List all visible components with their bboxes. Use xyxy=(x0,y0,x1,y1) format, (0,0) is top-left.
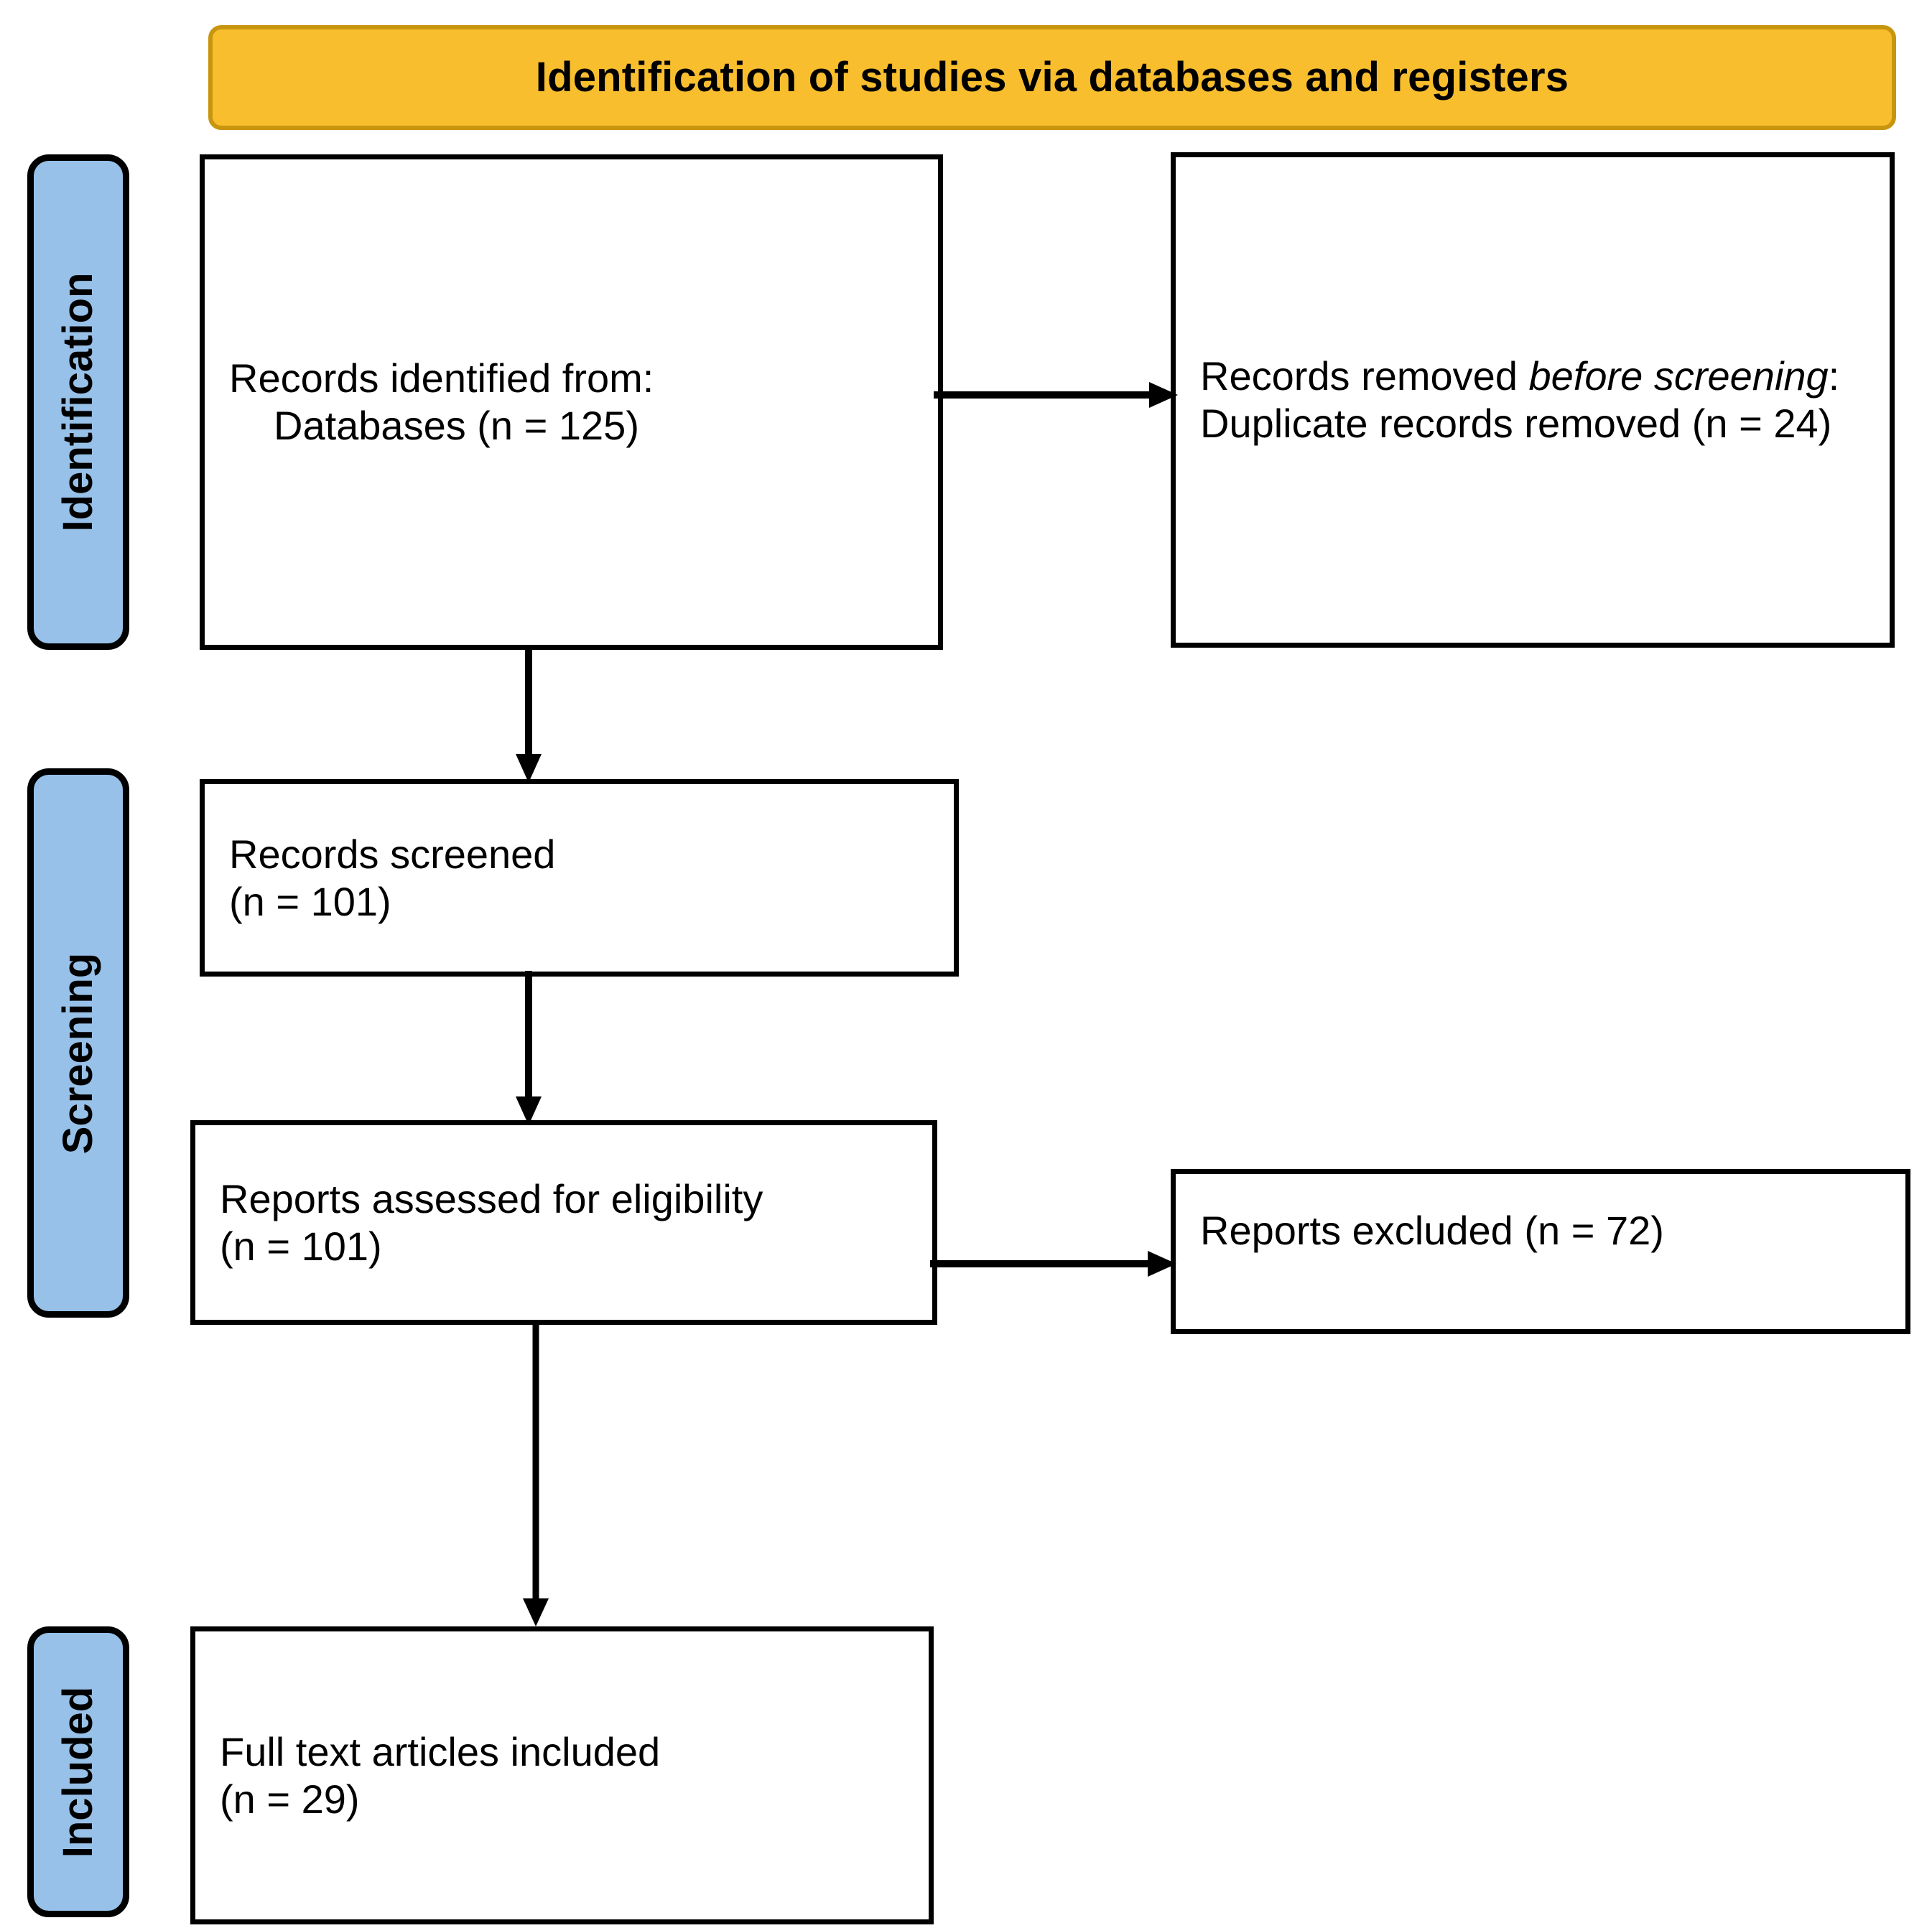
arrow-screened-to-eligibility xyxy=(514,971,543,1127)
box-records-identified-line2: Databases (n = 125) xyxy=(229,402,914,450)
box-records-screened-line1: Records screened xyxy=(229,831,556,877)
diagram-header-banner: Identification of studies via databases … xyxy=(208,25,1896,130)
box-records-removed: Records removed before screening: Duplic… xyxy=(1171,152,1895,648)
box-records-screened: Records screened (n = 101) xyxy=(200,779,959,977)
box-records-removed-lead: Records removed xyxy=(1200,353,1529,399)
arrow-eligibility-to-included xyxy=(521,1320,550,1629)
box-full-text-included-line1: Full text articles included xyxy=(220,1728,661,1774)
banner-title: Identification of studies via databases … xyxy=(535,54,1569,101)
box-records-identified-line1: Records identified from: xyxy=(229,355,654,401)
box-records-removed-emphasis: before screening xyxy=(1528,353,1829,399)
arrow-identified-to-screened xyxy=(514,645,543,785)
stage-label-included: Included xyxy=(27,1626,129,1917)
box-reports-assessed-line1: Reports assessed for eligibility xyxy=(220,1175,763,1221)
box-records-identified: Records identified from: Databases (n = … xyxy=(200,154,943,650)
box-full-text-included-line2: (n = 29) xyxy=(220,1776,360,1822)
box-records-identified-databases: Databases (n = 125) xyxy=(274,403,639,448)
box-records-removed-colon: : xyxy=(1828,353,1840,399)
stage-label-identification-text: Identification xyxy=(55,272,101,532)
box-records-screened-line2: (n = 101) xyxy=(229,878,391,924)
stage-label-identification: Identification xyxy=(27,154,129,650)
box-records-removed-detail: Duplicate records removed (n = 24) xyxy=(1200,401,1832,446)
box-reports-assessed: Reports assessed for eligibility (n = 10… xyxy=(190,1120,937,1325)
box-reports-excluded-line1: Reports excluded (n = 72) xyxy=(1200,1208,1664,1253)
box-reports-assessed-line2: (n = 101) xyxy=(220,1223,382,1269)
box-reports-excluded: Reports excluded (n = 72) xyxy=(1171,1169,1910,1334)
box-full-text-included: Full text articles included (n = 29) xyxy=(190,1626,934,1924)
stage-label-screening: Screening xyxy=(27,768,129,1318)
stage-label-included-text: Included xyxy=(55,1686,101,1858)
stage-label-screening-text: Screening xyxy=(55,953,101,1155)
arrow-eligibility-to-excluded xyxy=(930,1249,1180,1278)
arrow-identified-to-removed xyxy=(934,381,1181,409)
box-records-removed-heading: Records removed before screening: xyxy=(1200,353,1865,400)
